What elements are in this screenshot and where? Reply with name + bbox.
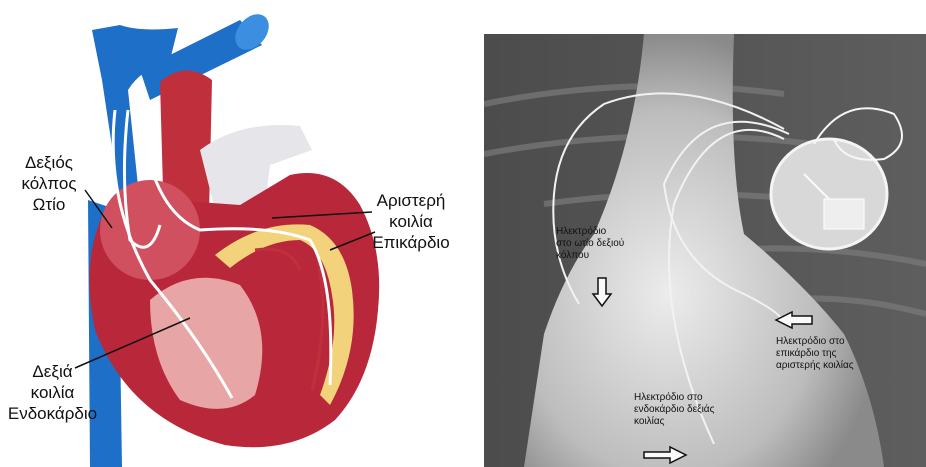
pacemaker-generator <box>771 139 887 249</box>
label-rv-lead: Ηλεκτρόδιο στο ενδοκάρδιο δεξιάς κοιλίας <box>634 392 774 428</box>
label-line: στο ωτίο δεξιού <box>556 238 666 250</box>
label-line: επικάρδιο της <box>776 348 916 360</box>
label-right-ventricle: Δεξιά κοιλία Ενδοκάρδιο <box>0 361 105 424</box>
label-line: κόλπος <box>4 173 94 194</box>
right-atrium <box>100 180 200 280</box>
label-line: ενδοκάρδιο δεξιάς <box>634 404 774 416</box>
label-left-ventricle: Αριστερή κοιλία Επικάρδιο <box>356 190 466 253</box>
label-line: Ωτίο <box>4 194 94 215</box>
label-line: Αριστερή <box>356 190 466 211</box>
label-line: κόλπου <box>556 250 666 262</box>
label-line: Ηλεκτρόδιο στο <box>776 336 916 348</box>
label-line: κοιλία <box>0 382 105 403</box>
label-line: Δεξιά <box>0 361 105 382</box>
label-line: Ενδοκάρδιο <box>0 403 105 424</box>
label-line: Ηλεκτρόδιο <box>556 226 666 238</box>
chest-xray: Ηλεκτρόδιο στο ωτίο δεξιού κόλπου Ηλεκτρ… <box>484 34 926 467</box>
label-line: κοιλία <box>356 211 466 232</box>
heart-illustration: Δεξιός κόλπος Ωτίο Αριστερή κοιλία Επικά… <box>0 0 470 467</box>
label-lv-lead: Ηλεκτρόδιο στο επικάρδιο της αριστερής κ… <box>776 336 916 372</box>
label-line: Δεξιός <box>4 152 94 173</box>
label-line: Επικάρδιο <box>356 232 466 253</box>
label-ra-lead: Ηλεκτρόδιο στο ωτίο δεξιού κόλπου <box>556 226 666 262</box>
label-line: κοιλίας <box>634 416 774 428</box>
label-line: αριστερής κοιλίας <box>776 360 916 372</box>
label-line: Ηλεκτρόδιο στο <box>634 392 774 404</box>
label-right-atrium: Δεξιός κόλπος Ωτίο <box>4 152 94 215</box>
